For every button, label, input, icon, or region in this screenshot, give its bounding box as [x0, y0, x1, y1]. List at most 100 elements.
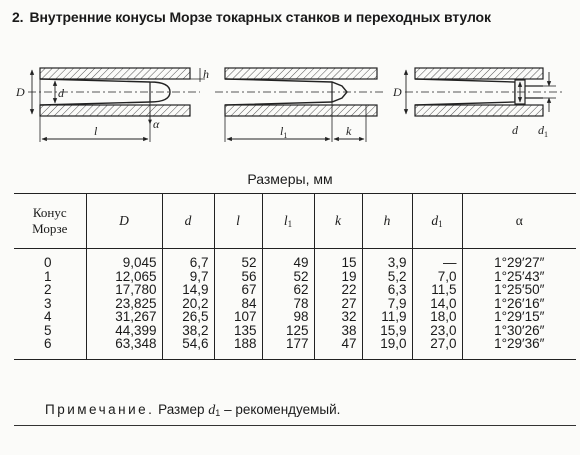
column-header: h — [361, 193, 412, 249]
column-header: d — [161, 193, 214, 249]
table-cell: 177 — [261, 337, 314, 360]
table-cell: 3,9 — [361, 248, 412, 270]
table-cell: 52 — [213, 248, 262, 270]
table-cell: 1°29′27″ — [461, 248, 576, 270]
table-cell: 2 — [43, 282, 52, 297]
table-cell: 17,780 — [85, 283, 162, 297]
table-cell: 1°30′26″ — [461, 323, 576, 337]
note-lead: Примечание. — [45, 402, 155, 417]
table-cell: 125 — [261, 323, 314, 337]
table-cell: 15 — [313, 248, 362, 270]
table-cell: 78 — [261, 296, 314, 310]
table-cell: 11,5 — [411, 283, 462, 297]
column-header-label: D — [119, 213, 129, 228]
table-cell: 84 — [213, 296, 262, 310]
table-cell: 19,0 — [361, 337, 412, 360]
label-d1-fig3: d1 — [538, 123, 548, 139]
table-cell: 0 — [43, 255, 52, 270]
table-cell: 4 — [43, 309, 52, 324]
table-cell: 1°25′43″ — [461, 269, 576, 283]
table-cell: 44,399 — [85, 323, 162, 337]
table-cell: 38,2 — [161, 323, 214, 337]
table-cell: 188 — [213, 337, 262, 360]
column-header: l — [213, 193, 262, 249]
column-header-label: α — [515, 213, 523, 228]
column-header: l1 — [261, 193, 314, 249]
table-cell: 98 — [261, 310, 314, 324]
label-d: d — [58, 86, 65, 100]
column-header: α — [461, 193, 576, 249]
table-cell: 56 — [213, 269, 262, 283]
bottom-rule — [14, 425, 576, 426]
table-cell: 27,0 — [411, 337, 462, 360]
table-cell: 6 — [14, 337, 86, 360]
table-cell: 19 — [313, 269, 362, 283]
table-cell: 22 — [313, 283, 362, 297]
column-header-subscript: 1 — [287, 219, 293, 229]
table-cell: 15,9 — [361, 323, 412, 337]
table-cell: 1°25′50″ — [461, 283, 576, 297]
table-cell: 5,2 — [361, 269, 412, 283]
technical-drawing: D d h l α l1 k D d d1 — [15, 67, 565, 142]
table-cell: 6,7 — [161, 248, 214, 270]
figure-socket-d1 — [403, 67, 565, 117]
table-cell: 14,9 — [161, 283, 214, 297]
label-l1: l1 — [280, 124, 287, 140]
table-cell: 23,0 — [411, 323, 462, 337]
table-cell: 52 — [261, 269, 314, 283]
label-d-fig3: d — [512, 123, 519, 137]
label-l: l — [94, 124, 98, 138]
column-header: d1 — [411, 193, 462, 249]
table-cell: 12,065 — [85, 269, 162, 283]
table-cell: 5 — [43, 322, 52, 338]
title-number: 2. — [12, 9, 24, 25]
table-cell: 63,348 — [85, 337, 162, 360]
note-var-sub: 1 — [215, 408, 221, 418]
table-cell: 14,0 — [411, 296, 462, 310]
table-cell: 32 — [313, 310, 362, 324]
table-cell: 9,7 — [161, 269, 214, 283]
table-cell: 38 — [313, 323, 362, 337]
table-cell: 107 — [213, 310, 262, 324]
column-header: Конус Морзе — [14, 193, 86, 249]
table-cell: 18,0 — [411, 310, 462, 324]
column-header-label: l — [283, 213, 288, 228]
table-cell: 20,2 — [161, 296, 214, 310]
table-cell: 31,267 — [85, 310, 162, 324]
table-cell: 1°29′36″ — [461, 337, 576, 360]
label-alpha: α — [153, 117, 160, 131]
table-cell: 7,9 — [361, 296, 412, 310]
label-D-fig3: D — [392, 85, 402, 99]
footnote: Примечание. Размер d1 – рекомендуемый. — [45, 402, 340, 419]
table-cell: 47 — [313, 337, 362, 360]
column-header-subscript: 1 — [438, 219, 443, 229]
label-k: k — [346, 124, 352, 138]
table-cell: — — [411, 248, 462, 270]
column-header-label: k — [335, 213, 341, 228]
table-cell: 23,825 — [85, 296, 162, 310]
note-text-before: Размер — [154, 402, 209, 417]
column-header-label: d — [431, 213, 439, 228]
units-caption: Размеры, мм — [247, 171, 333, 187]
label-h: h — [203, 67, 209, 81]
page-title: 2. Внутренние конусы Морзе токарных станк… — [12, 9, 491, 25]
figure-adapter-sleeve — [215, 67, 385, 142]
table-cell: 67 — [213, 283, 262, 297]
table-cell: 26,5 — [161, 310, 214, 324]
table-cell: 1 — [43, 268, 52, 284]
table-cell: 27 — [313, 296, 362, 310]
table-cell: 7,0 — [411, 269, 462, 283]
table-cell: 11,9 — [361, 310, 412, 324]
title-text: Внутренние конусы Морзе токарных станков… — [29, 9, 491, 25]
column-header: k — [313, 193, 362, 249]
figure-spindle-socket — [28, 67, 205, 142]
